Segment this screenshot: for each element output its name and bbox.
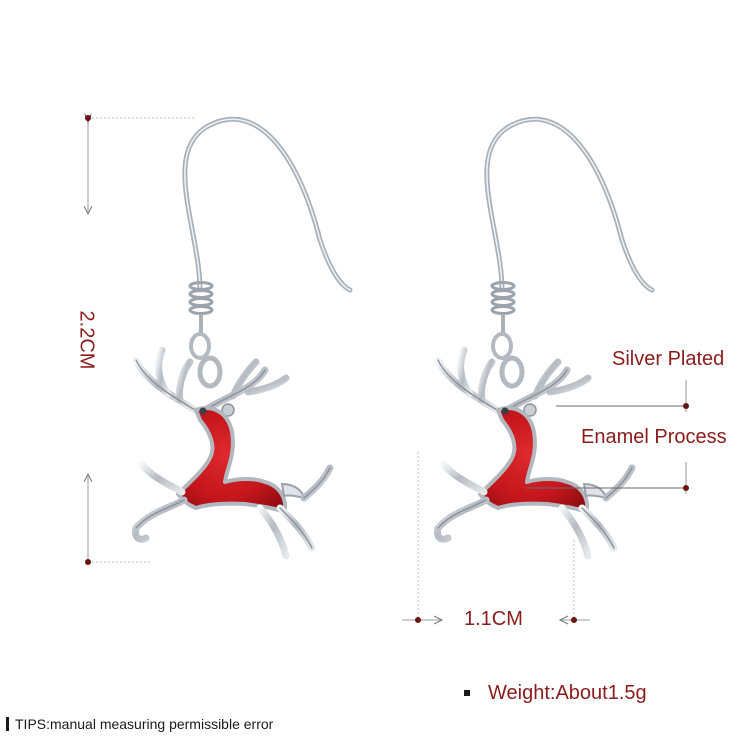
height-measure-guide — [83, 113, 196, 565]
height-label: 2.2CM — [75, 310, 98, 370]
tips-row: TIPS:manual measuring permissible error — [6, 716, 273, 732]
silver-plated-pointer — [556, 380, 689, 412]
bullet-icon — [464, 690, 470, 696]
left-earring-image — [135, 119, 350, 556]
bar-icon — [6, 717, 9, 731]
width-label: 1.1CM — [464, 608, 523, 630]
weight-row: Weight:About1.5g — [464, 680, 647, 706]
weight-label: Weight:About1.5g — [488, 681, 647, 704]
enamel-process-label: Enamel Process — [581, 426, 727, 448]
width-measure-guide — [402, 452, 590, 625]
silver-plated-label: Silver Plated — [612, 348, 725, 370]
enamel-process-pointer — [526, 462, 689, 494]
tips-label: TIPS:manual measuring permissible error — [15, 716, 274, 732]
right-earring-image — [437, 119, 652, 556]
